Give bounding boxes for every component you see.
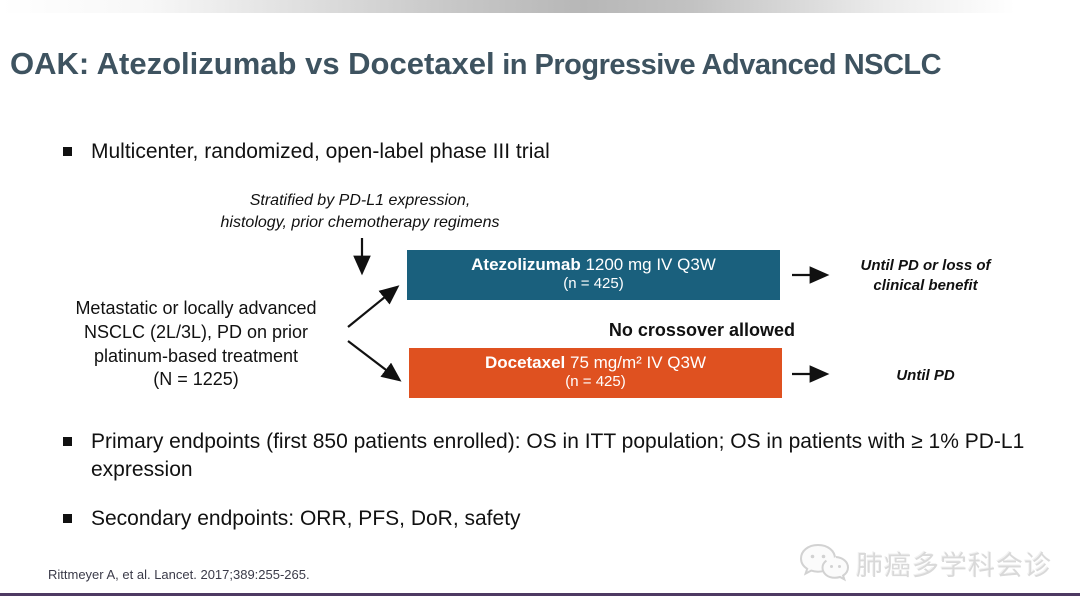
- bullet-secondary-endpoints-text: Secondary endpoints: ORR, PFS, DoR, safe…: [91, 507, 521, 530]
- atezolizumab-arm-box: Atezolizumab 1200 mg IV Q3W (n = 425): [407, 250, 780, 300]
- atezolizumab-outcome-line2: clinical benefit: [873, 276, 978, 294]
- arrow-up-right-icon: [347, 285, 400, 328]
- citation: Rittmeyer A, et al. Lancet. 2017;389:255…: [48, 567, 310, 582]
- stratification-note: Stratified by PD-L1 expression, histolog…: [150, 190, 570, 235]
- atezolizumab-arm-n: (n = 425): [563, 275, 624, 293]
- stratification-line2: histology, prior chemotherapy regimens: [220, 214, 500, 232]
- docetaxel-dose: 75 mg/m² IV Q3W: [565, 353, 707, 372]
- title-main: OAK: Atezolizumab vs Docetaxel: [10, 46, 495, 81]
- watermark: 肺癌多学科会诊: [798, 541, 1052, 585]
- page-title: OAK: Atezolizumab vs Docetaxel in Progre…: [10, 46, 1070, 82]
- docetaxel-drug-name: Docetaxel: [484, 353, 566, 372]
- top-gradient-bar: [0, 0, 1080, 13]
- atezolizumab-dose: 1200 mg IV Q3W: [580, 255, 716, 274]
- bullet-square-icon: [63, 514, 72, 523]
- stratification-line1: Stratified by PD-L1 expression,: [249, 192, 471, 209]
- bullet-trial-design-text: Multicenter, randomized, open-label phas…: [91, 140, 550, 163]
- bullet-primary-endpoints: Primary endpoints (first 850 patients en…: [63, 428, 1031, 485]
- bullet-primary-endpoints-text: Primary endpoints (first 850 patients en…: [91, 430, 1025, 482]
- atezolizumab-drug-name: Atezolizumab: [471, 255, 581, 274]
- docetaxel-arm-n: (n = 425): [565, 373, 626, 391]
- atezolizumab-outcome-line1: Until PD or loss of: [860, 257, 991, 274]
- watermark-text: 肺癌多学科会诊: [856, 550, 1052, 581]
- title-subtitle: in Progressive Advanced NSCLC: [494, 49, 942, 81]
- bullet-trial-design: Multicenter, randomized, open-label phas…: [63, 138, 1043, 166]
- population-line4: (N = 1225): [153, 369, 239, 390]
- no-crossover-label: No crossover allowed: [608, 320, 795, 340]
- atezolizumab-arm-label: Atezolizumab 1200 mg IV Q3W: [407, 255, 780, 275]
- docetaxel-arm-label: Docetaxel 75 mg/m² IV Q3W: [409, 353, 782, 373]
- atezolizumab-outcome-label: Until PD or loss of clinical benefit: [843, 256, 1008, 295]
- docetaxel-outcome-label: Until PD: [896, 367, 955, 384]
- arrow-down-right-icon: [347, 340, 402, 382]
- bottom-accent-bar: [0, 593, 1080, 596]
- population-line3: platinum-based treatment: [93, 345, 299, 366]
- bullet-secondary-endpoints: Secondary endpoints: ORR, PFS, DoR, safe…: [63, 505, 963, 533]
- population-line2: NSCLC (2L/3L), PD on prior: [83, 321, 309, 342]
- docetaxel-arm-box: Docetaxel 75 mg/m² IV Q3W (n = 425): [409, 348, 782, 398]
- bullet-square-icon: [63, 437, 72, 446]
- bullet-square-icon: [63, 147, 72, 156]
- wechat-chat-bubbles-icon: [799, 543, 850, 582]
- population-description: Metastatic or locally advanced NSCLC (2L…: [50, 297, 342, 392]
- population-line1: Metastatic or locally advanced: [75, 298, 317, 318]
